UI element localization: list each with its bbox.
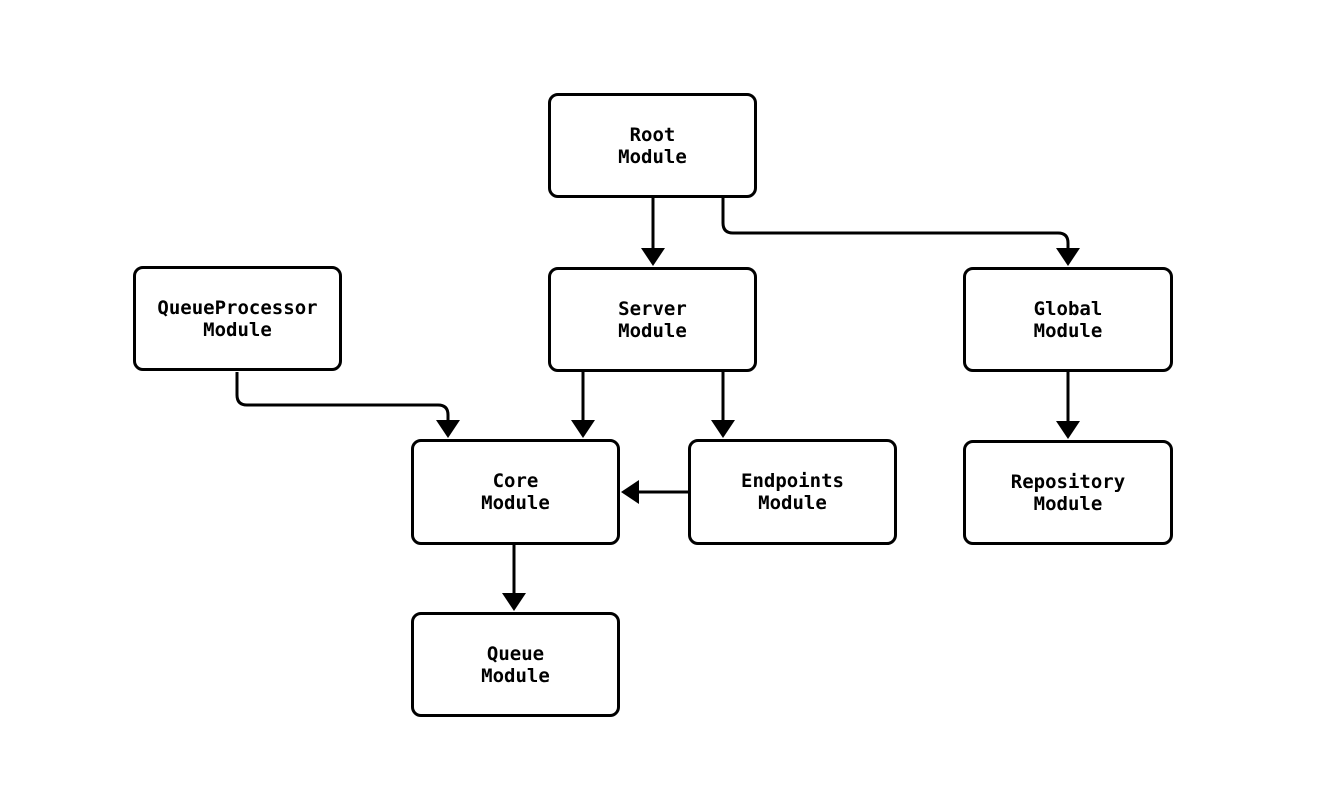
node-endpoints-module: Endpoints Module [688,439,897,545]
node-queue-module: Queue Module [411,612,620,717]
node-repository-module-label: Repository Module [1010,470,1126,515]
node-queue-module-label: Queue Module [481,642,550,687]
node-queueprocessor-module: QueueProcessor Module [133,266,342,371]
edge-root-to-global [721,198,1080,266]
node-server-module: Server Module [548,267,757,372]
node-global-module-label: Global Module [1033,297,1103,342]
node-core-module-label: Core Module [481,470,550,514]
node-endpoints-module-label: Endpoints Module [741,470,844,514]
node-server-module-label: Server Module [618,297,687,342]
edge-queueprocessor-to-core [235,372,460,438]
node-core-module: Core Module [411,439,620,545]
node-repository-module: Repository Module [963,440,1173,545]
node-root-module: Root Module [548,93,757,198]
node-root-module-label: Root Module [618,123,687,168]
node-global-module: Global Module [963,267,1173,372]
node-queueprocessor-module-label: QueueProcessor Module [157,296,318,341]
